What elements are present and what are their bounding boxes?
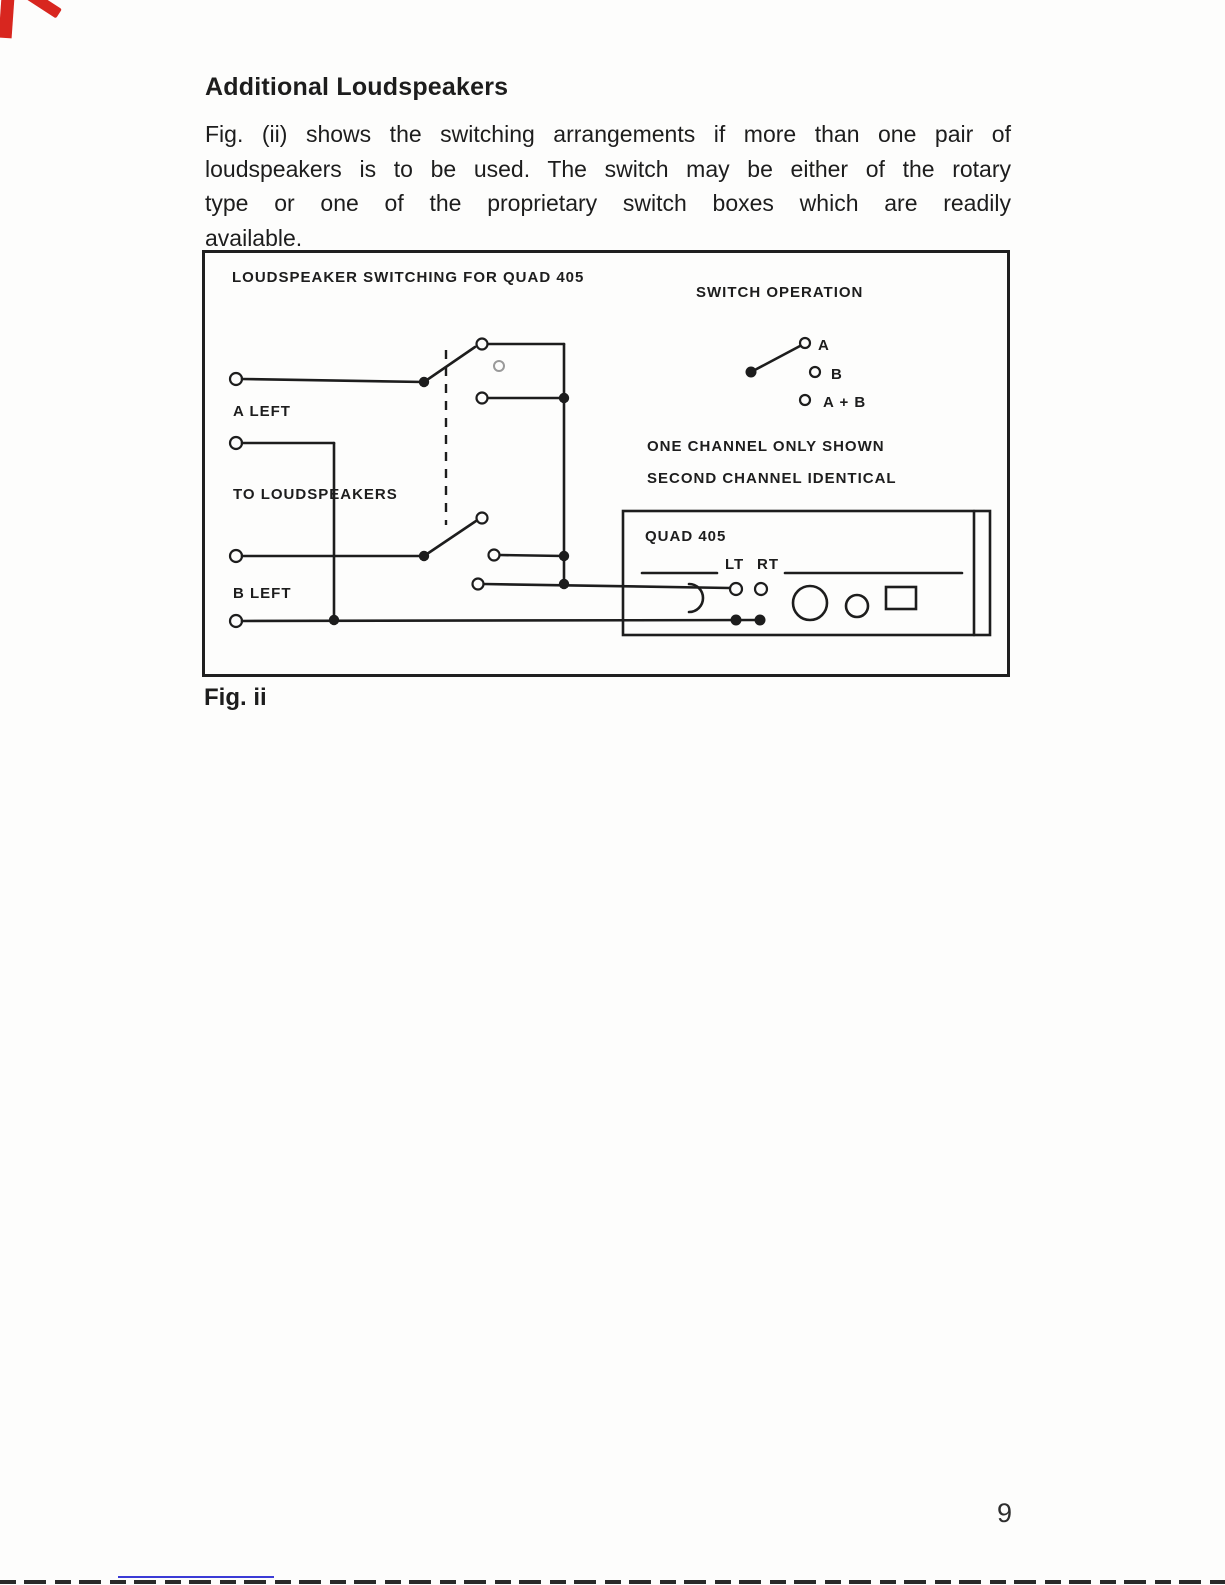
lt-terminal [728,581,744,597]
rt-wire-dot [754,614,766,626]
wiring-diagram-svg: LOUDSPEAKER SWITCHING FOR QUAD 405 SWITC… [228,269,992,637]
switch-operation-heading: SWITCH OPERATION [696,284,863,301]
bottom-return-wire-group [228,613,766,629]
section-heading: Additional Loudspeakers [205,72,509,101]
contact-a-top [475,337,489,351]
wiring-diagram-figure: LOUDSPEAKER SWITCHING FOR QUAD 405 SWITC… [202,250,1010,677]
lt-label: LT [725,556,744,573]
terminal-to-loudspeakers [228,435,244,451]
lt-wire-dot [730,614,742,626]
contact-b-mid [487,548,501,562]
amp-label: QUAD 405 [645,528,726,545]
panel-curve-mark [687,582,705,614]
terminal-a-left [228,371,244,387]
switch-operation-group: SWITCH OPERATION A B A + B [696,284,866,411]
figure-caption: Fig. ii [204,684,267,711]
paragraph-line: loudspeakers is to be used. The switch m… [205,155,1011,182]
label-b-left: B LEFT [233,585,292,602]
rt-terminal [753,581,769,597]
page-edge-perforation [0,1580,1225,1584]
scan-artifact-blue-line [118,1576,274,1578]
position-label-b: B [831,366,843,383]
contact-b-top [475,511,489,525]
amp-switch-plate [884,585,918,611]
contact-b-low [471,577,485,591]
rt-label: RT [757,556,779,573]
diagram-title: LOUDSPEAKER SWITCHING FOR QUAD 405 [232,269,584,286]
switch-arm-b [422,519,478,558]
terminal-b-left-lower [228,613,244,629]
wire-contact-b-to-bus [498,553,566,558]
contact-a-plus-b [798,393,812,407]
contact-faint [493,360,505,372]
terminal-b-left [228,548,244,564]
switch-section-b [228,511,732,591]
body-paragraph: Fig. (ii) shows the switching arrangemen… [205,117,1011,255]
position-label-a: A [818,337,830,354]
bottom-return-wire [240,618,762,623]
switch-arm-a [422,345,477,384]
to-loudspeakers-section [228,435,336,622]
wire-a-left [240,377,426,384]
contact-a-mid [475,391,489,405]
paragraph-line: Fig. (ii) shows the switching arrangemen… [205,121,1011,147]
switch-arm [749,344,802,374]
note-second-channel: SECOND CHANNEL IDENTICAL [647,470,897,487]
paragraph-line: available. [205,224,303,251]
contact-a [798,336,812,350]
label-a-left: A LEFT [233,403,291,420]
junction-dot [558,578,570,590]
position-label-a-plus-b: A + B [823,394,866,411]
label-to-loudspeakers: TO LOUDSPEAKERS [233,486,398,503]
wire-to-lt-terminal [482,582,732,590]
scan-artifact-red-stroke [24,0,62,19]
amp-small-knob [844,593,870,619]
quad-405-amplifier: QUAD 405 LT RT [621,509,992,637]
amp-outline [621,509,992,637]
scan-artifact-red-bar [0,0,15,39]
contact-b [808,365,822,379]
page-number: 9 [997,1498,1013,1528]
junction-dot [558,550,570,562]
paragraph-line: type or one of the proprietary switch bo… [205,190,1011,216]
switch-section-a [228,337,570,405]
amp-large-knob [791,584,829,622]
junction-dot [328,614,340,626]
note-one-channel: ONE CHANNEL ONLY SHOWN [647,438,885,455]
